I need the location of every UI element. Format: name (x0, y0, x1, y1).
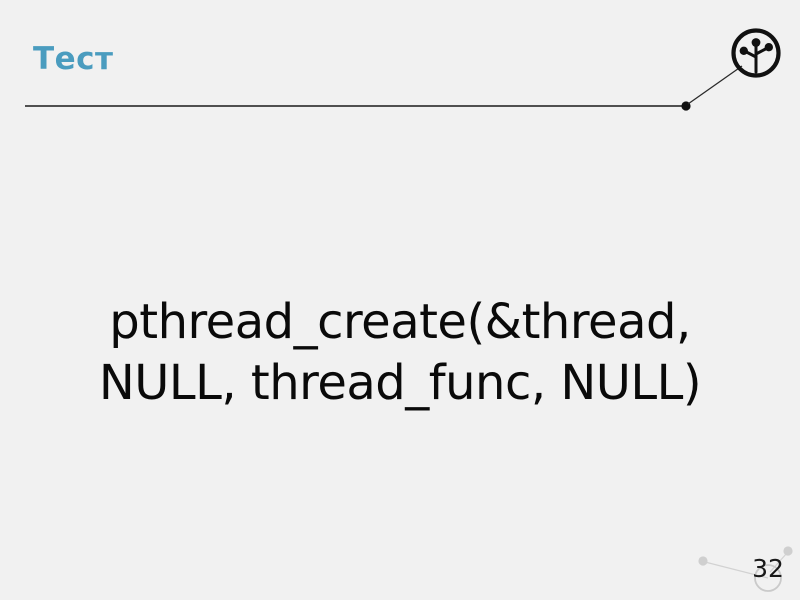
logo-node-right (764, 43, 773, 52)
page-title: Тест (33, 41, 114, 77)
page-number-decoration (698, 546, 793, 592)
header-rule-end-node (681, 101, 691, 111)
logo-outer-circle (731, 28, 781, 78)
page-number: 32 (752, 554, 784, 583)
deco-node-left (698, 556, 708, 566)
logo-node-left (739, 46, 748, 55)
logo-node-top (751, 38, 761, 47)
logo-branch-group (739, 38, 773, 74)
tree-branch-circle-logo-icon (731, 28, 781, 78)
deco-line-right (769, 552, 788, 573)
deco-node-right (783, 546, 793, 556)
slide-body-text: pthread_create(&thread, NULL, thread_fun… (98, 294, 702, 412)
deco-node-circle (754, 564, 782, 592)
header-divider (25, 65, 743, 111)
deco-line-left (704, 561, 769, 579)
